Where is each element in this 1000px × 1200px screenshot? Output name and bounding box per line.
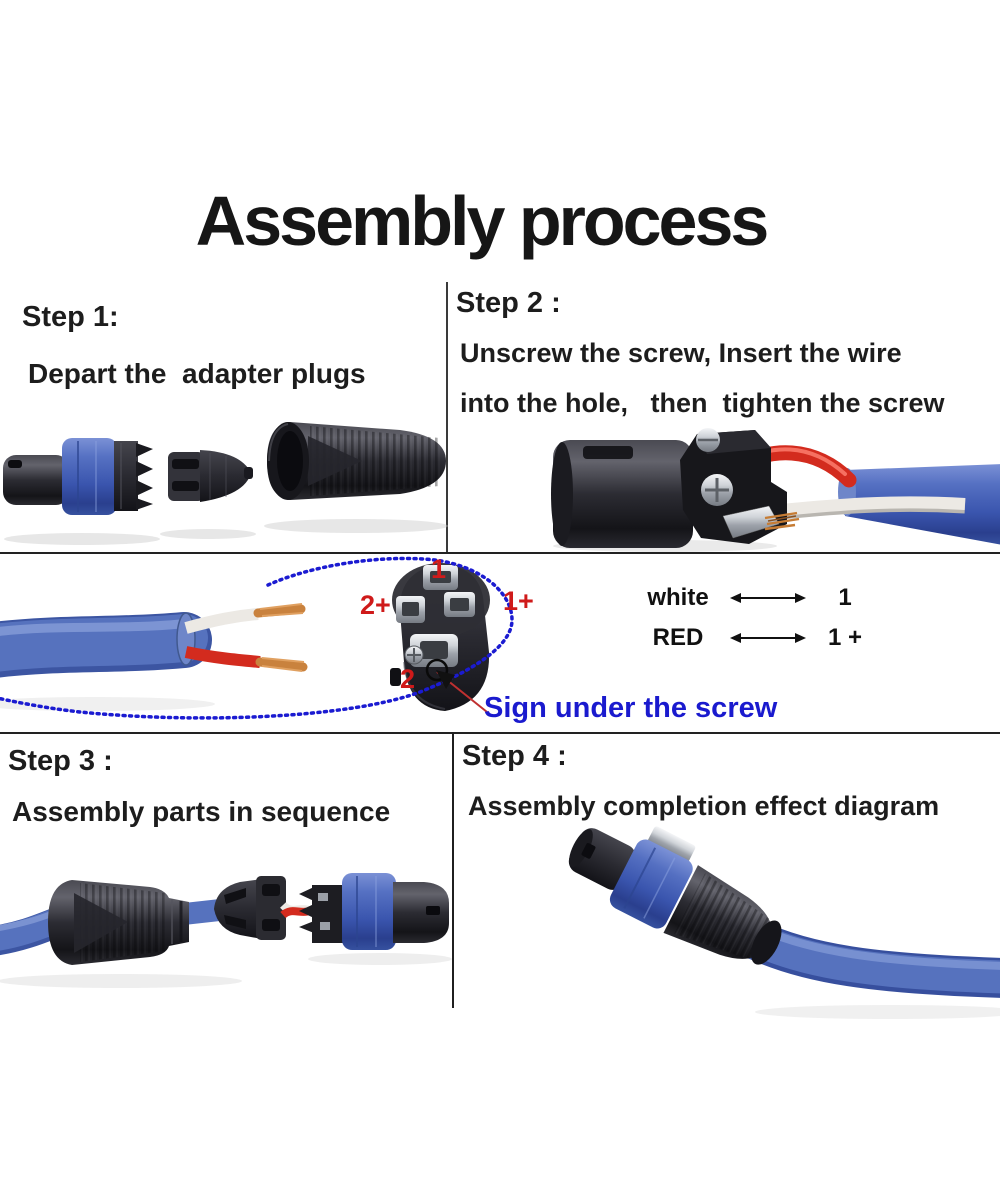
step4-description: Assembly completion effect diagram — [468, 791, 940, 821]
cable-mid — [173, 899, 231, 925]
divider-horizontal-lower — [0, 732, 1000, 734]
terminal-label-1plus: 1+ — [503, 586, 534, 616]
blue-ring — [62, 438, 117, 515]
middle-photo-stripped-cable — [0, 603, 308, 711]
copper-strands — [764, 511, 800, 531]
double-arrow-icon — [726, 630, 810, 646]
wire-name: white — [647, 584, 709, 611]
white-wire-copper — [253, 604, 306, 618]
step1-photo-disassembled-connector — [3, 422, 448, 545]
shadow — [4, 533, 160, 545]
boot-part — [267, 422, 446, 500]
step4-photo-completed-assembly — [568, 826, 1000, 1019]
blue-ring — [342, 873, 396, 950]
boot-on-cable — [48, 880, 189, 965]
connector-body — [551, 440, 693, 548]
step3-label: Step 3 : — [8, 745, 113, 777]
step3-description: Assembly parts in sequence — [12, 796, 391, 827]
wire-terminal-mapping: white 1 RED 1 + — [630, 578, 880, 658]
step2-photo-wiring-connector — [551, 428, 1000, 552]
shadow — [160, 529, 256, 539]
connector-front-part — [3, 438, 153, 515]
wire-clamp — [722, 505, 780, 539]
shadow — [0, 974, 242, 988]
connector-front-on-wires — [299, 873, 449, 950]
shadow — [264, 519, 448, 533]
chuck-on-cable — [214, 876, 286, 940]
step1-label: Step 1: — [22, 301, 119, 333]
step4-label: Step 4 : — [462, 740, 567, 772]
divider-vertical-bottom — [452, 732, 454, 1008]
sign-under-screw-note: Sign under the screw — [484, 692, 778, 724]
step2-instruction-line1: Unscrew the screw, Insert the wire — [460, 338, 902, 368]
step2-label: Step 2 : — [456, 287, 561, 319]
mapping-row-red: RED 1 + — [630, 618, 880, 658]
terminal-block — [680, 428, 800, 544]
cable-jacket — [0, 614, 208, 672]
assembled-connector — [568, 826, 782, 965]
shadow — [308, 953, 452, 965]
chuck-part — [168, 450, 253, 502]
divider-horizontal-upper — [0, 552, 1000, 554]
terminal-name: 1 — [838, 584, 852, 611]
divider-vertical-top — [446, 282, 448, 552]
step1-description: Depart the adapter plugs — [28, 358, 366, 389]
page-title: Assembly process — [195, 182, 770, 260]
step2-instruction-line2: into the hole, then tighten the screw — [460, 388, 945, 418]
terminal-label-2plus: 2+ — [360, 590, 391, 620]
shadow — [755, 1005, 1000, 1019]
wire-name: RED — [652, 624, 704, 651]
terminal-name: 1 + — [827, 624, 863, 651]
terminal-label-1: 1 — [431, 554, 447, 584]
double-arrow-icon — [726, 590, 810, 606]
latch-tab — [647, 826, 696, 864]
mapping-row-white: white 1 — [630, 578, 880, 618]
terminal-label-2: 2 — [400, 664, 416, 694]
shadow — [0, 697, 215, 711]
step3-photo-parts-in-sequence — [0, 873, 452, 988]
